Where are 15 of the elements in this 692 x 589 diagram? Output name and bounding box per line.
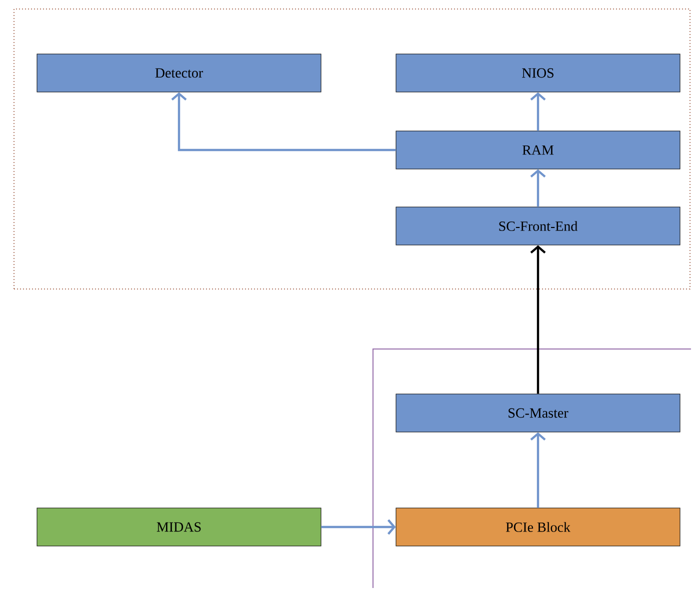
arrow xyxy=(171,92,396,152)
process-box: Detector xyxy=(36,54,322,92)
arrow xyxy=(530,432,546,508)
arrow xyxy=(530,245,546,394)
process-box: SC-Front-End xyxy=(396,206,680,246)
arrow xyxy=(530,92,546,131)
process-box: NIOS xyxy=(396,54,680,92)
group-box xyxy=(372,348,692,588)
process-box: RAM xyxy=(396,130,680,170)
process-box: PCIe Block xyxy=(396,508,680,546)
dotted-group-box xyxy=(14,8,690,290)
arrow xyxy=(321,519,396,535)
process-box: SC-Master xyxy=(396,394,680,432)
arrow xyxy=(530,169,546,207)
process-box: MIDAS xyxy=(36,508,322,546)
